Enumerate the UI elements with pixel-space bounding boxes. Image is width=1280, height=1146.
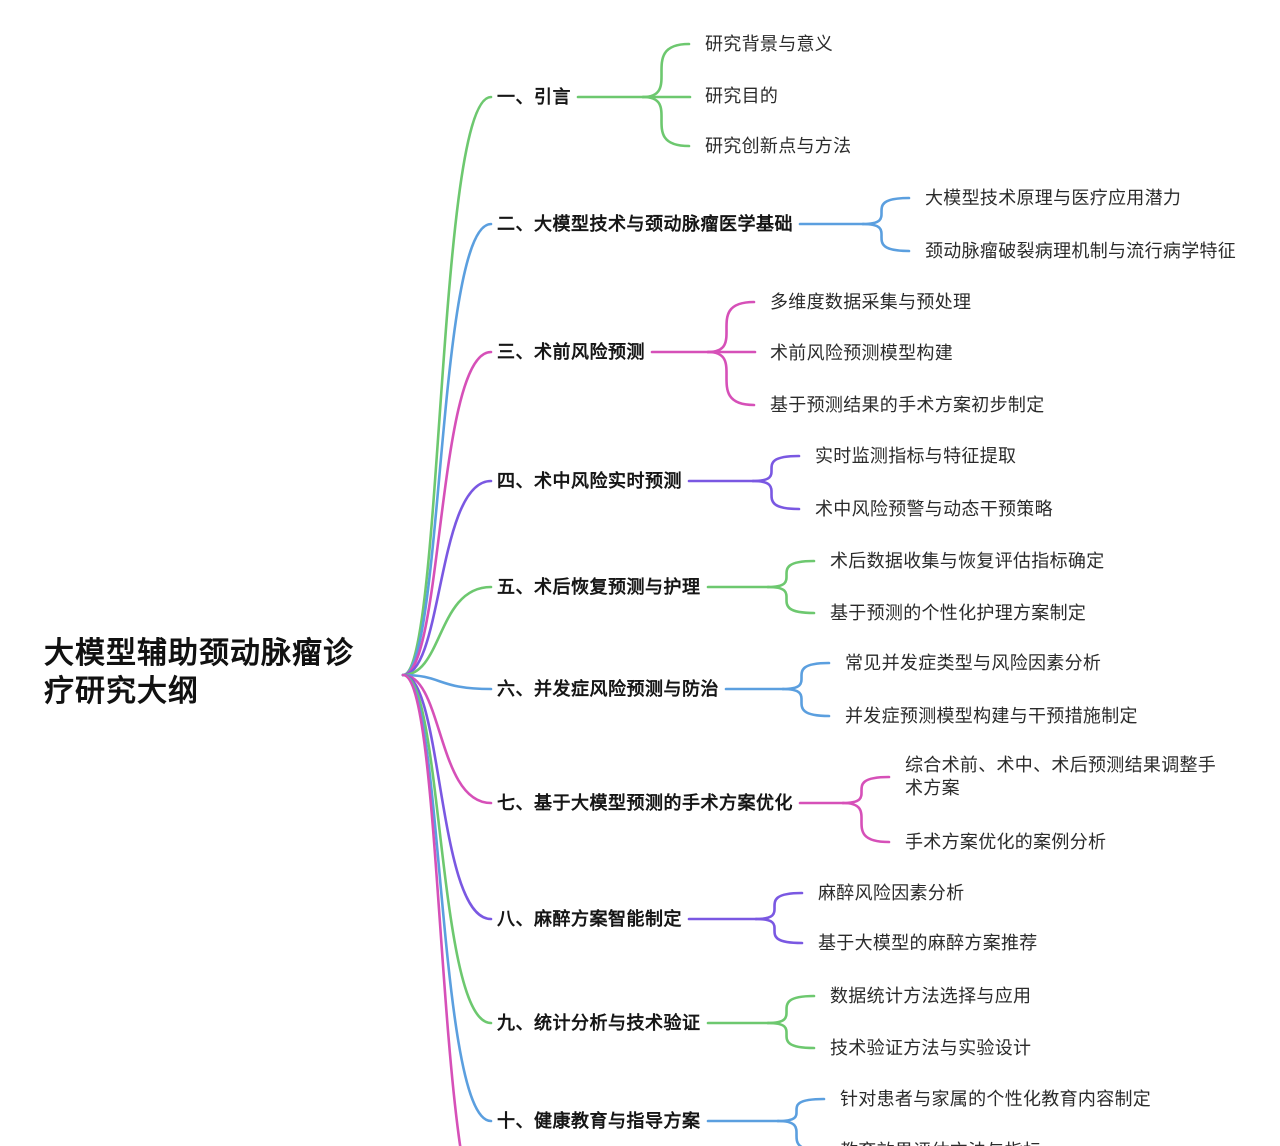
branch-6-topic[interactable]: 六、并发症风险预测与防治 bbox=[497, 679, 719, 699]
branch-5-subtopic-1[interactable]: 术后数据收集与恢复评估指标确定 bbox=[830, 551, 1105, 571]
root-to-branch-curve bbox=[401, 479, 493, 677]
branch-5-subtopic-2[interactable]: 基于预测的个性化护理方案制定 bbox=[830, 603, 1087, 623]
root-to-branch-curve bbox=[401, 222, 493, 677]
branch-1-subtopic-2[interactable]: 研究目的 bbox=[705, 86, 779, 106]
branch-to-child-curve bbox=[754, 891, 804, 921]
branch-8-subtopic-1[interactable]: 麻醉风险因素分析 bbox=[818, 883, 965, 903]
branch-to-child-curve bbox=[641, 42, 691, 99]
root-to-branch-curve bbox=[401, 673, 493, 921]
branch-to-child-curve bbox=[781, 687, 831, 718]
branch-1-subtopic-1[interactable]: 研究背景与意义 bbox=[705, 34, 834, 54]
branch-3-subtopic-2[interactable]: 术前风险预测模型构建 bbox=[770, 343, 953, 363]
branch-10-topic[interactable]: 十、健康教育与指导方案 bbox=[497, 1111, 701, 1131]
branch-6-subtopic-1[interactable]: 常见并发症类型与风险因素分析 bbox=[845, 653, 1102, 673]
branch-7-subtopic-1[interactable]: 综合术前、术中、术后预测结果调整手术方案 bbox=[905, 755, 1217, 798]
branch-1-topic[interactable]: 一、引言 bbox=[497, 87, 571, 107]
branch-to-child-curve bbox=[766, 559, 816, 589]
root-topic[interactable]: 大模型辅助颈动脉瘤诊疗研究大纲 bbox=[44, 637, 354, 708]
branch-to-child-curve bbox=[641, 95, 691, 148]
branch-to-child-curve bbox=[751, 454, 801, 483]
branch-4-subtopic-2[interactable]: 术中风险预警与动态干预策略 bbox=[815, 499, 1053, 519]
branch-to-child-curve bbox=[754, 917, 804, 945]
branch-to-child-curve bbox=[776, 1097, 826, 1123]
branch-10-subtopic-1[interactable]: 针对患者与家属的个性化教育内容制定 bbox=[840, 1089, 1152, 1109]
branch-5-topic[interactable]: 五、术后恢复预测与护理 bbox=[497, 577, 701, 597]
branch-to-child-curve bbox=[781, 661, 831, 691]
branch-4-subtopic-1[interactable]: 实时监测指标与特征提取 bbox=[815, 446, 1017, 466]
branch-9-subtopic-1[interactable]: 数据统计方法选择与应用 bbox=[830, 986, 1032, 1006]
branch-to-child-curve bbox=[706, 350, 756, 407]
branch-2-subtopic-2[interactable]: 颈动脉瘤破裂病理机制与流行病学特征 bbox=[925, 241, 1237, 261]
branch-7-topic[interactable]: 七、基于大模型预测的手术方案优化 bbox=[497, 793, 793, 813]
clipped-branch-curve bbox=[401, 673, 462, 1146]
branch-2-subtopic-1[interactable]: 大模型技术原理与医疗应用潜力 bbox=[925, 188, 1182, 208]
branch-7-subtopic-2[interactable]: 手术方案优化的案例分析 bbox=[905, 832, 1107, 852]
branch-to-child-curve bbox=[751, 479, 801, 511]
branch-6-subtopic-2[interactable]: 并发症预测模型构建与干预措施制定 bbox=[845, 706, 1138, 726]
root-to-branch-curve bbox=[401, 95, 493, 677]
branch-to-child-curve bbox=[861, 222, 911, 253]
branch-9-subtopic-2[interactable]: 技术验证方法与实验设计 bbox=[830, 1038, 1032, 1058]
branch-to-child-curve bbox=[706, 300, 756, 354]
branch-10-subtopic-2[interactable]: 教育效果评估方法与指标 bbox=[840, 1139, 1041, 1146]
root-to-branch-curve bbox=[401, 350, 493, 677]
branch-2-topic[interactable]: 二、大模型技术与颈动脉瘤医学基础 bbox=[497, 214, 793, 234]
branch-9-topic[interactable]: 九、统计分析与技术验证 bbox=[497, 1013, 701, 1033]
root-to-branch-curve bbox=[401, 673, 493, 691]
branch-8-subtopic-2[interactable]: 基于大模型的麻醉方案推荐 bbox=[818, 933, 1038, 953]
branch-to-child-curve bbox=[861, 196, 911, 226]
branch-to-child-curve bbox=[841, 801, 891, 844]
root-to-branch-curve bbox=[401, 585, 493, 677]
root-to-branch-curve bbox=[401, 673, 493, 805]
branch-1-subtopic-3[interactable]: 研究创新点与方法 bbox=[705, 136, 852, 156]
branch-to-child-curve bbox=[766, 585, 816, 615]
branch-to-child-curve bbox=[841, 775, 891, 805]
branch-to-child-curve bbox=[766, 994, 816, 1025]
branch-3-topic[interactable]: 三、术前风险预测 bbox=[497, 342, 645, 362]
root-to-branch-curve bbox=[401, 673, 493, 1025]
branch-8-topic[interactable]: 八、麻醉方案智能制定 bbox=[497, 909, 682, 929]
branch-3-subtopic-1[interactable]: 多维度数据采集与预处理 bbox=[770, 292, 972, 312]
branch-3-subtopic-3[interactable]: 基于预测结果的手术方案初步制定 bbox=[770, 395, 1045, 415]
branch-4-topic[interactable]: 四、术中风险实时预测 bbox=[497, 471, 682, 491]
branch-to-child-curve bbox=[766, 1021, 816, 1050]
branch-to-child-curve bbox=[776, 1119, 803, 1146]
